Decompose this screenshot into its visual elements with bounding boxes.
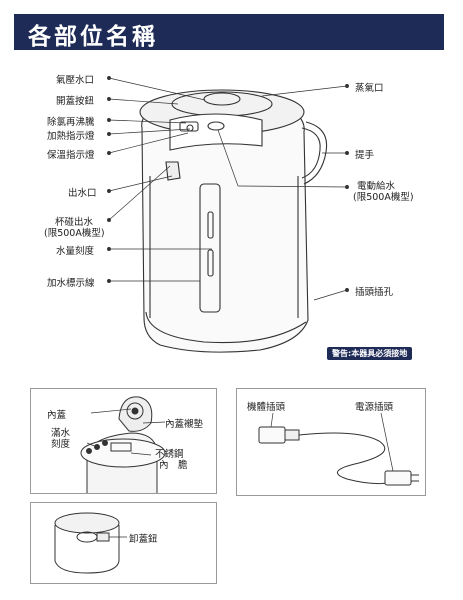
header-bar: 各部位名稱 bbox=[14, 14, 444, 50]
page-title: 各部位名稱 bbox=[28, 24, 158, 50]
power-cord-illustration bbox=[258, 412, 419, 486]
lid-release-panel: 卸蓋鈕 bbox=[30, 502, 217, 584]
label-remove-lid-button: 卸蓋鈕 bbox=[129, 534, 158, 545]
label-cup-touch: 杯碰出水 bbox=[55, 217, 94, 228]
label-electric-dispense: 電動給水 bbox=[357, 181, 396, 192]
inner-lid-illustration bbox=[80, 396, 166, 493]
label-inner-lid: 內蓋 bbox=[47, 410, 67, 421]
label-rechlorinate: 除氯再沸騰 bbox=[47, 117, 95, 128]
label-cup-touch-note: (限500A機型) bbox=[44, 228, 105, 239]
inner-lid-panel: 內蓋 內蓋襯墊 滿水 刻度 不銹鋼 內 膽 bbox=[30, 388, 217, 494]
label-electric-dispense-note: (限500A機型) bbox=[353, 192, 414, 203]
label-plug-socket: 插頭插孔 bbox=[355, 287, 394, 298]
label-handle: 提手 bbox=[355, 150, 375, 161]
label-steam-outlet: 蒸氣口 bbox=[355, 83, 384, 94]
label-gasket: 內蓋襯墊 bbox=[165, 419, 204, 430]
label-stainless-2: 內 膽 bbox=[159, 460, 188, 471]
label-pressure-outlet: 氣壓水口 bbox=[56, 75, 95, 86]
label-power-plug: 電源插頭 bbox=[355, 402, 394, 413]
power-cord-panel: 機體插頭 電源插頭 bbox=[236, 388, 426, 496]
label-heat-lamp: 加熱指示燈 bbox=[47, 131, 95, 142]
label-open-button: 開蓋按鈕 bbox=[56, 96, 95, 107]
label-full-scale: 滿水 bbox=[51, 428, 71, 439]
label-keep-warm-lamp: 保溫指示燈 bbox=[47, 150, 95, 161]
lid-release-illustration bbox=[54, 512, 127, 574]
label-water-scale: 水量刻度 bbox=[56, 246, 95, 257]
warning-badge: 警告:本器具必須接地 bbox=[327, 347, 413, 360]
label-stainless: 不銹鋼 bbox=[155, 449, 184, 460]
label-appliance-plug: 機體插頭 bbox=[247, 402, 286, 413]
label-fill-line: 加水標示線 bbox=[47, 278, 95, 289]
label-spout: 出水口 bbox=[68, 188, 97, 199]
label-full-scale-2: 刻度 bbox=[51, 439, 71, 450]
